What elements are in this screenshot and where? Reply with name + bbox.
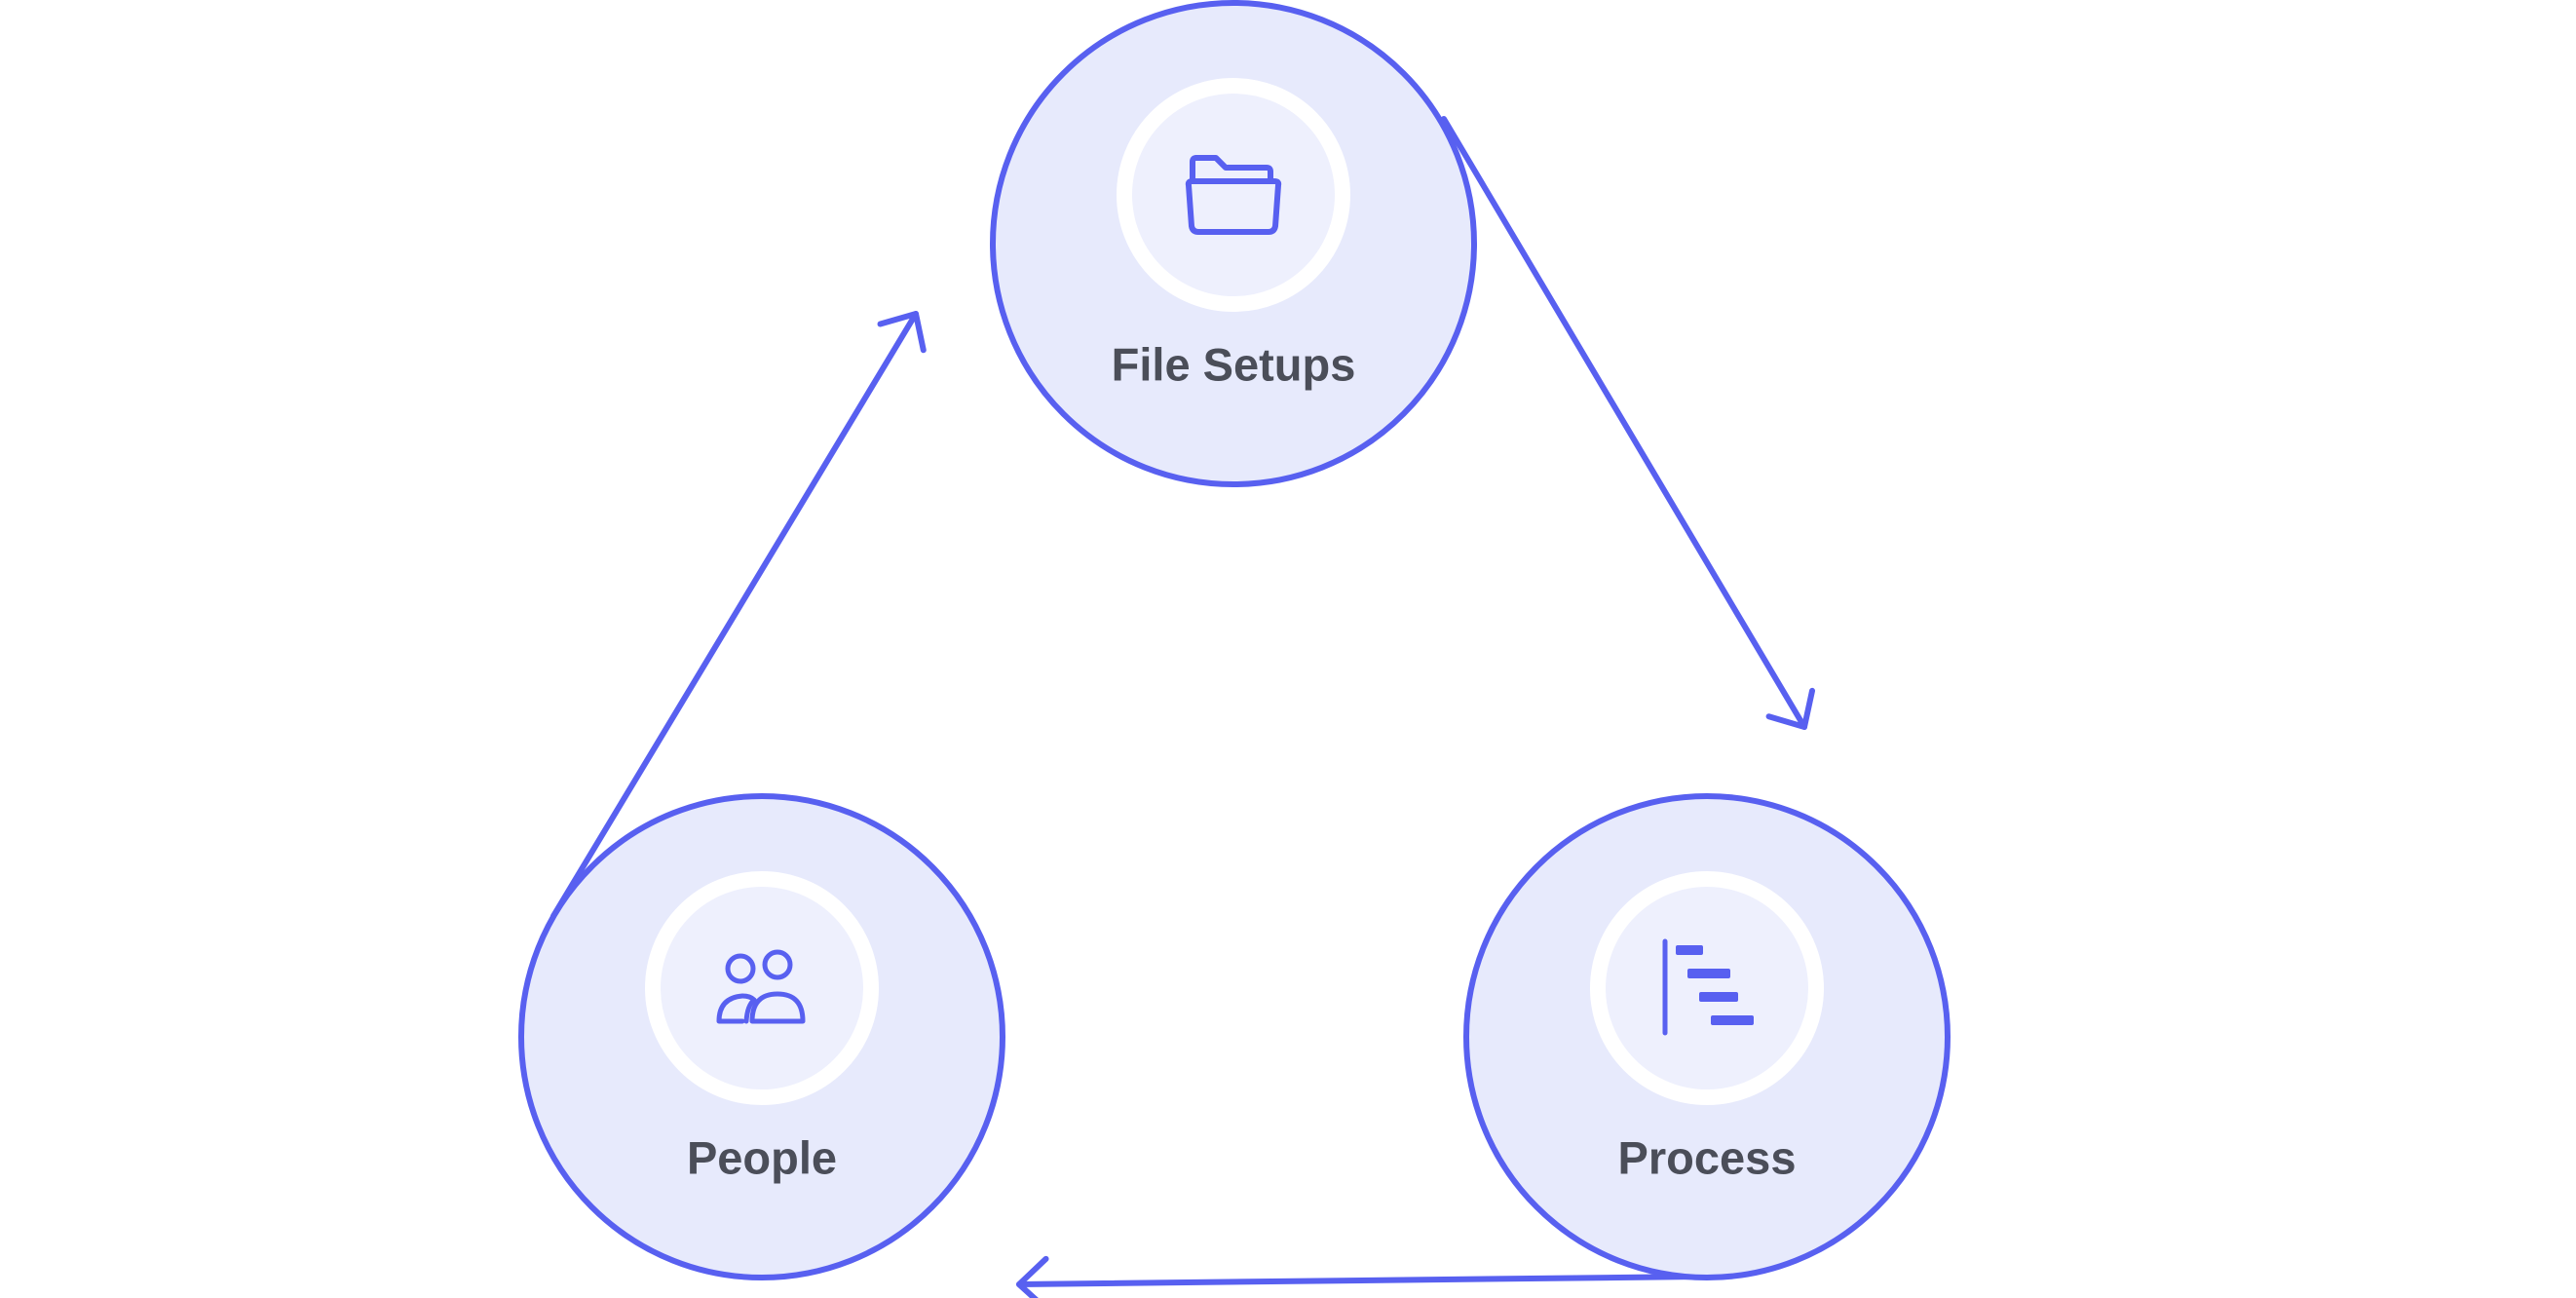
connector-line	[550, 311, 919, 919]
arrowhead	[1765, 687, 1816, 730]
node-process: Process	[1463, 793, 1951, 1280]
edge-process-to-people	[1016, 1255, 1703, 1298]
node-people: People	[518, 793, 1005, 1280]
arrowhead	[1016, 1255, 1049, 1298]
icon-ring	[1590, 871, 1824, 1105]
arrowhead	[877, 311, 927, 354]
node-label: File Setups	[1112, 338, 1356, 390]
icon-ring	[645, 871, 879, 1105]
edge-file-setups-to-process	[1441, 116, 1816, 730]
folder-icon	[1185, 155, 1282, 235]
connector-line	[1441, 116, 1807, 730]
node-label: People	[687, 1131, 837, 1183]
node-label: Process	[1618, 1131, 1797, 1183]
gantt-chart-icon	[1662, 938, 1754, 1036]
edge-people-to-file-setups	[550, 311, 927, 919]
node-file-setups: File Setups	[990, 0, 1477, 487]
people-icon	[716, 949, 806, 1024]
connector-line	[1016, 1274, 1703, 1287]
edges	[550, 116, 1816, 1298]
icon-ring	[1117, 78, 1350, 312]
